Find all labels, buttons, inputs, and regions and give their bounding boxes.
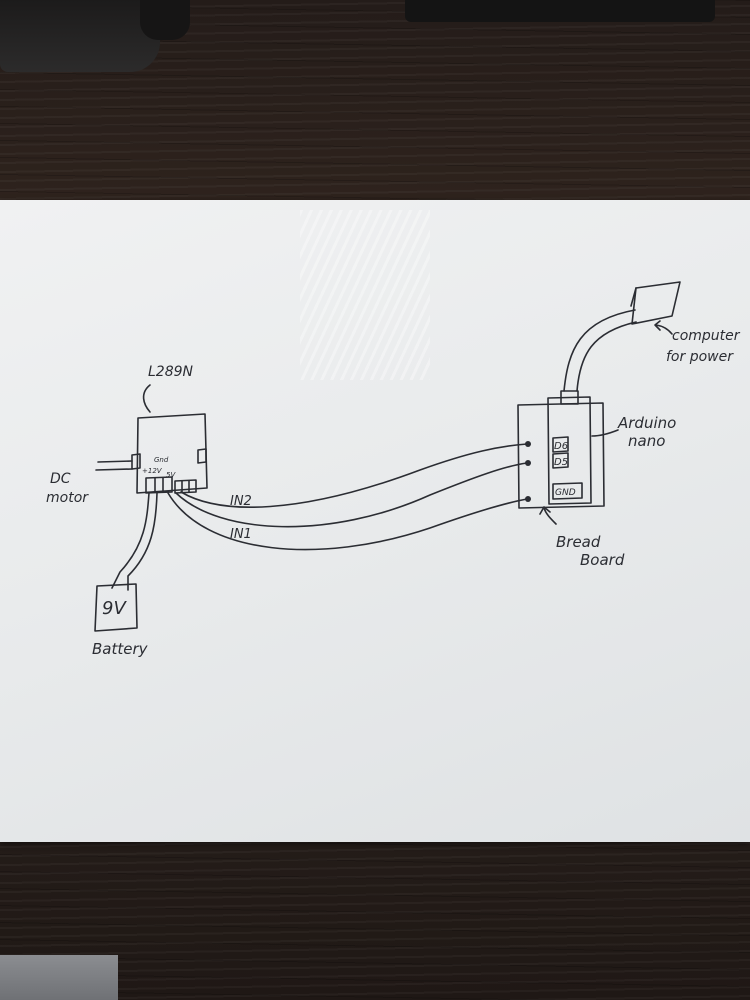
- connection-points: [525, 441, 531, 502]
- driver-label: L289N: [148, 364, 194, 380]
- in1-label: IN1: [230, 527, 252, 542]
- computer-label-line1: computer: [672, 328, 741, 344]
- computer-pointer-arrow: [654, 320, 673, 335]
- breadboard-label-line2: Board: [580, 551, 625, 569]
- pin-gnd-label: GND: [555, 488, 576, 498]
- monitor-stand-foot: [140, 0, 190, 40]
- desk-object: [0, 955, 118, 1000]
- v12-terminal-label: +12V: [142, 467, 163, 475]
- gnd-terminal-label: Gnd: [154, 456, 169, 464]
- battery-value: 9V: [102, 598, 127, 619]
- paper-sheet: [0, 200, 750, 842]
- battery: [94, 583, 138, 632]
- battery-label: Battery: [92, 640, 149, 658]
- computer-label-line2: for power: [666, 349, 734, 365]
- motor-label-line2: motor: [46, 490, 89, 506]
- in2-label: IN2: [230, 494, 252, 509]
- battery-wires: [111, 492, 158, 591]
- v5-terminal-label: 5V: [166, 471, 176, 479]
- pin-d5-label: D5: [554, 457, 568, 468]
- keyboard-edge: [405, 0, 715, 22]
- motor-driver-board: [131, 384, 208, 494]
- breadboard-label-line1: Bread: [556, 533, 601, 551]
- usb-cable: [563, 281, 681, 392]
- motor-label-line1: DC: [50, 471, 71, 487]
- pin-d6-label: D6: [554, 441, 568, 452]
- light-glare: [300, 210, 430, 380]
- arduino-nano: [547, 390, 592, 505]
- arduino-pointer-arrow: [591, 429, 619, 437]
- breadboard-pointer-arrow: [539, 506, 557, 525]
- arduino-label-line1: Arduino: [617, 414, 676, 432]
- arduino-label-line2: nano: [628, 432, 665, 450]
- signal-wires: [167, 443, 528, 551]
- motor-wires: [95, 460, 133, 471]
- monitor-stand: [0, 0, 160, 72]
